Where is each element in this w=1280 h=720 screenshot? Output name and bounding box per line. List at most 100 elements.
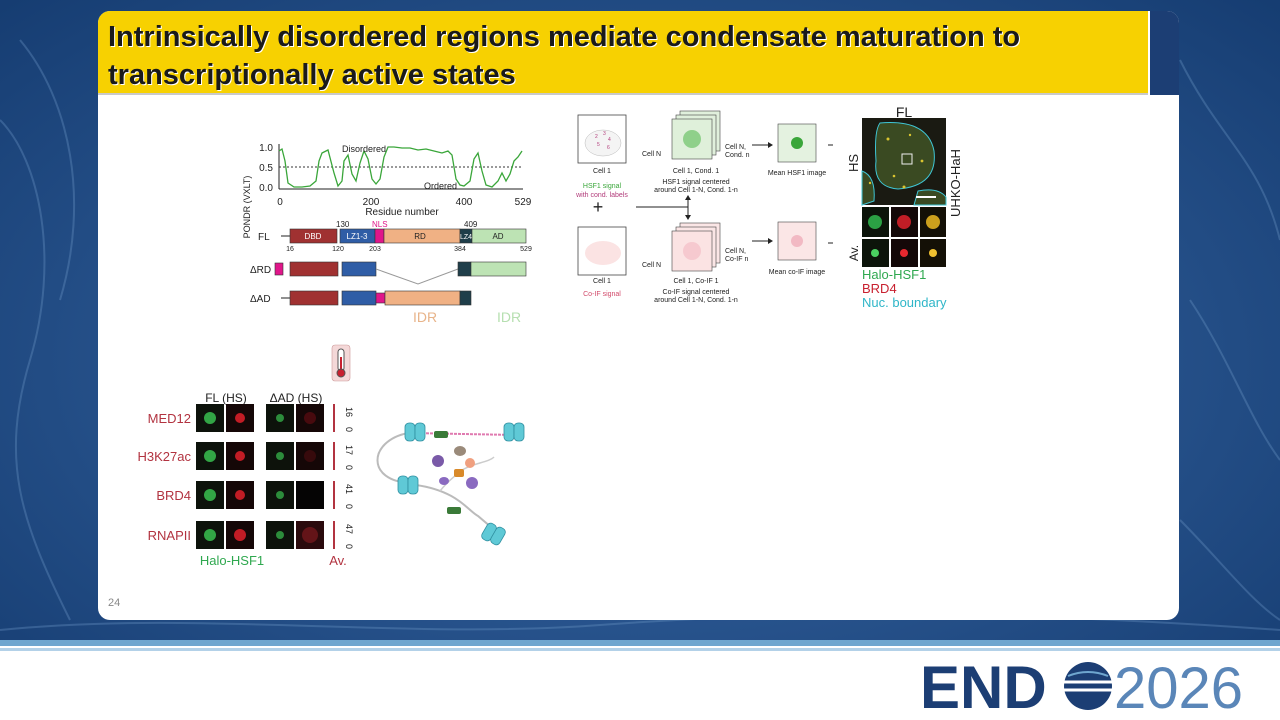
hsf1-centered-a: HSF1 signal centered xyxy=(662,179,729,186)
connector-up xyxy=(685,195,691,200)
drd-lz13 xyxy=(341,261,377,277)
mean-coif-label: Mean co-IF image xyxy=(769,269,826,276)
scale-max: 16 xyxy=(344,407,354,417)
fl-nls xyxy=(374,228,385,244)
pos-130: 130 xyxy=(336,220,350,229)
av-label-micro: Av. xyxy=(847,245,861,261)
drd-dbd xyxy=(289,261,339,277)
coloc-row-label: RNAPII xyxy=(148,528,191,543)
coloc-row-label: MED12 xyxy=(148,411,191,426)
xtick-0: 0 xyxy=(277,197,283,208)
legend-brd4: BRD4 xyxy=(862,281,897,296)
nls-label: NLS xyxy=(372,220,388,229)
stack-hsf1-spot xyxy=(683,130,701,148)
cellN-coifn-b: Co-IF n xyxy=(725,256,748,263)
arrowhead-mean-hsf1 xyxy=(768,142,773,148)
title-bar xyxy=(98,11,1148,95)
condensate-spots xyxy=(868,133,924,189)
mean-hsf1-image xyxy=(777,123,817,163)
fl-lz4-label: LZ4 xyxy=(460,234,472,241)
scale-min: 0 xyxy=(344,465,354,470)
zoom-box xyxy=(901,153,913,165)
cell1-bottom: Cell 1 xyxy=(593,278,611,285)
scale-max: 17 xyxy=(344,445,354,455)
arrowhead-mean-coif xyxy=(768,238,773,244)
footer-halo: Halo-HSF1 xyxy=(200,553,264,568)
figure-canvas: PONDR (VXLT) 1.0 0.5 0.0 Disordered Orde… xyxy=(138,104,963,568)
footer-av: Av. xyxy=(329,553,347,568)
hsf1-centered-b: around Cell 1-N, Cond. 1-n xyxy=(654,187,738,194)
disorder-curve xyxy=(278,146,523,188)
idr-label-rd: IDR xyxy=(413,309,437,325)
fl-ad xyxy=(471,228,527,244)
label-disordered: Disordered xyxy=(342,144,386,154)
svg-text:2: 2 xyxy=(595,134,598,140)
pos-16: 16 xyxy=(286,246,294,253)
mean-hsf1-spot xyxy=(791,137,803,149)
cell-shape-coif xyxy=(585,241,621,265)
bound-proteins xyxy=(432,431,478,514)
drd-deletion xyxy=(375,268,459,285)
disorder-plot-xlabel: Residue number xyxy=(365,207,439,218)
col-header-fl: FL (HS) xyxy=(205,391,247,405)
drd-lz4 xyxy=(457,261,472,277)
idr-label-ad: IDR xyxy=(497,309,521,325)
footer-stripe-thin xyxy=(0,648,1280,651)
cell1-top: Cell 1 xyxy=(593,168,611,175)
pos-409: 409 xyxy=(464,220,478,229)
domain-map: 130 NLS 409 FL DBD LZ1-3 RD LZ4 AD 16 12… xyxy=(250,220,532,325)
row-label-fl: FL xyxy=(258,232,270,243)
thermometer-icon xyxy=(331,344,351,382)
dad-rd xyxy=(384,290,461,306)
xtick-400: 400 xyxy=(456,197,473,208)
scale-max: 47 xyxy=(344,524,354,534)
legend-nuc: Nuc. boundary xyxy=(862,295,947,310)
stack-coif-spot xyxy=(683,242,701,260)
zoom-tiles-hs xyxy=(862,207,946,237)
fl-dbd xyxy=(289,228,338,244)
svg-text:4: 4 xyxy=(608,137,611,143)
cell1-cond1: Cell 1, Cond. 1 xyxy=(673,168,719,175)
coif-centered-b: around Cell 1-N, Cond. 1-n xyxy=(654,297,738,304)
cell1-coif1: Cell 1, Co-IF 1 xyxy=(673,278,718,285)
hsf1-signal: HSF1 signal xyxy=(583,183,622,190)
ytick-05: 0.5 xyxy=(259,163,273,174)
drd-ad xyxy=(470,261,527,277)
cell-shape-hsf1 xyxy=(584,129,622,157)
scale-max: 41 xyxy=(344,484,354,494)
svg-text:3: 3 xyxy=(603,131,606,137)
dad-nls xyxy=(375,292,386,304)
svg-text:6: 6 xyxy=(607,145,610,151)
coloc-row-label: H3K27ac xyxy=(138,449,192,464)
scale-min: 0 xyxy=(344,504,354,509)
fl-ad-label: AD xyxy=(492,232,503,241)
cellN-condn-a: Cell N, xyxy=(725,144,746,151)
row-label-dad: ΔAD xyxy=(250,294,271,305)
page-number: 24 xyxy=(108,597,121,609)
coif-signal: Co-IF signal xyxy=(583,291,621,298)
disorder-plot: PONDR (VXLT) 1.0 0.5 0.0 Disordered Orde… xyxy=(242,143,532,238)
slide-title: Intrinsically disordered regions mediate… xyxy=(108,21,1021,91)
coloc-panel: FL (HS) ΔAD (HS) MED12 16 0 H3K27ac 17 0… xyxy=(138,391,354,568)
scale-min: 0 xyxy=(344,427,354,432)
svg-text:5: 5 xyxy=(597,142,600,148)
pos-203: 203 xyxy=(369,246,381,253)
ytick-1: 1.0 xyxy=(259,143,273,154)
hs-label: HS xyxy=(846,154,861,172)
slide-card: Intrinsically disordered regions mediate… xyxy=(98,11,1179,620)
row-label-drd: ΔRD xyxy=(250,265,271,276)
mean-coif-spot xyxy=(791,235,803,247)
with-cond-labels: with cond. labels xyxy=(575,192,628,199)
xtick-529: 529 xyxy=(515,197,532,208)
cell-line-label: UHKO-HaH xyxy=(948,149,963,217)
dad-lz4 xyxy=(459,290,472,306)
disorder-plot-ylabel: PONDR (VXLT) xyxy=(242,176,252,239)
legend-halo: Halo-HSF1 xyxy=(862,267,926,282)
cellN-condn-b: Cond. n xyxy=(725,152,750,159)
dad-dbd xyxy=(289,290,339,306)
fl-rd-label: RD xyxy=(414,232,426,241)
ytick-0: 0.0 xyxy=(259,183,273,194)
pos-529: 529 xyxy=(520,246,532,253)
pos-384: 384 xyxy=(454,246,466,253)
